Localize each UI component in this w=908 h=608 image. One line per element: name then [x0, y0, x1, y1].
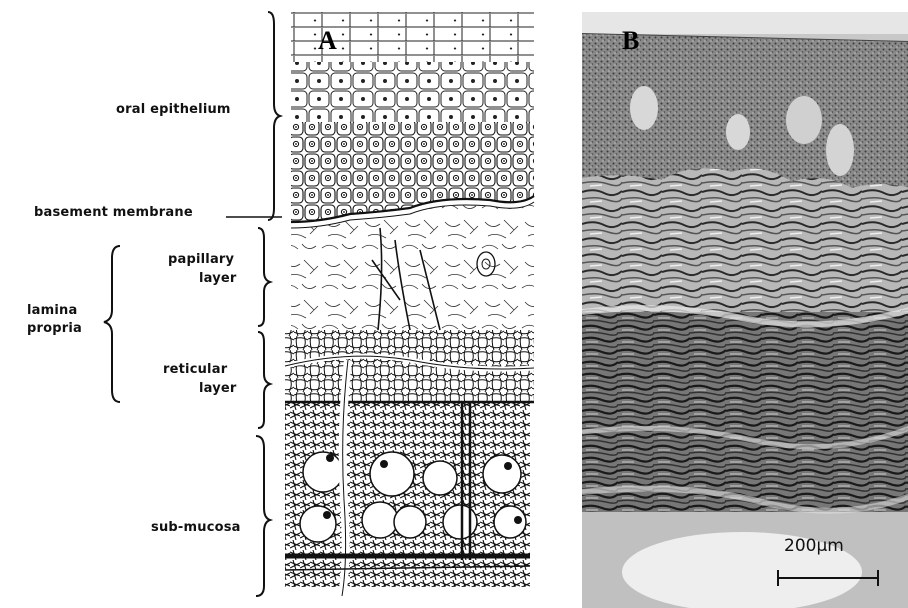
panel-label-a: A — [318, 26, 337, 56]
scale-bar-label: 200µm — [784, 536, 844, 556]
panel-a-tissue-drawing — [0, 0, 580, 608]
panel-label-b: B — [622, 26, 639, 56]
panel-b-micrograph — [582, 12, 908, 608]
